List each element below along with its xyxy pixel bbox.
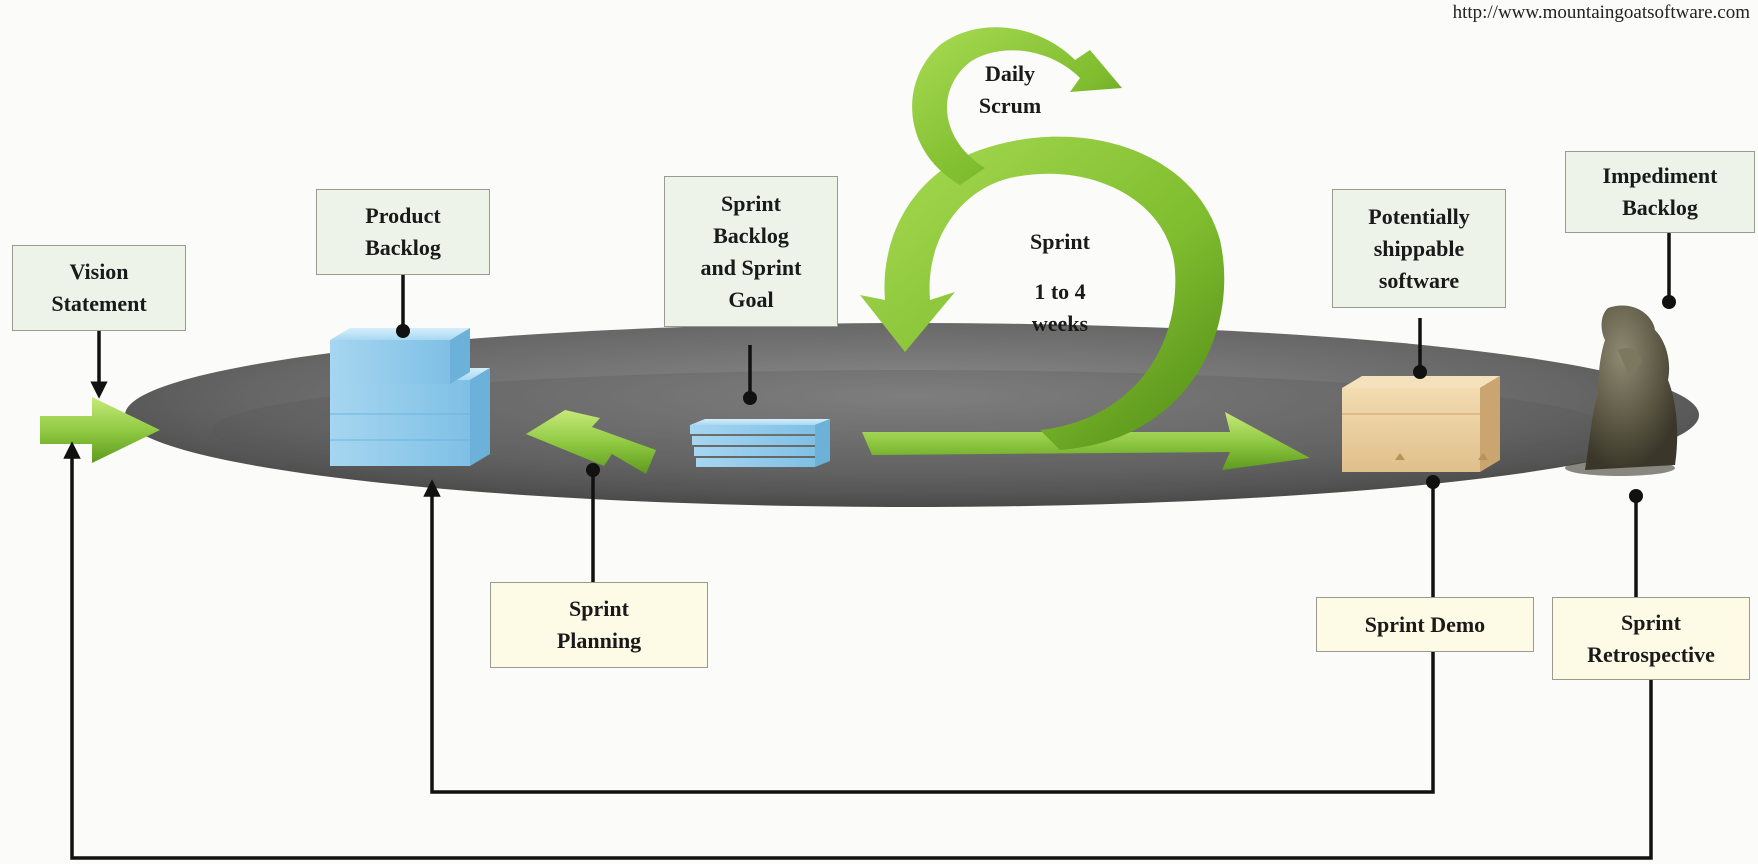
planning-arrow <box>526 410 656 474</box>
sprint-planning-box: Sprint Planning <box>490 582 708 668</box>
sprint-duration-title: Sprint <box>1030 229 1090 254</box>
impediment-backlog-box: Impediment Backlog <box>1565 151 1755 233</box>
sprint-backlog-stack <box>690 419 830 467</box>
shippable-box <box>1342 376 1500 472</box>
daily-scrum-label: Daily Scrum <box>978 61 1042 118</box>
product-backlog-box: Product Backlog <box>316 189 490 275</box>
thinker-statue <box>1565 305 1678 476</box>
shippable-software-box: Potentially shippable software <box>1332 189 1506 308</box>
source-url: http://www.mountaingoatsoftware.com <box>1452 2 1750 23</box>
sprint-retrospective-box: Sprint Retrospective <box>1552 597 1750 680</box>
platform-ellipse <box>125 323 1699 507</box>
vision-statement-box: Vision Statement <box>12 245 186 331</box>
sprint-backlog-box: Sprint Backlog and Sprint Goal <box>664 176 838 327</box>
sprint-demo-box: Sprint Demo <box>1316 597 1534 652</box>
connector-dots <box>396 295 1676 503</box>
sprint-duration-value: 1 to 4 weeks <box>1031 279 1089 336</box>
connector-lines <box>63 233 1671 860</box>
product-backlog-stack <box>330 328 490 466</box>
sprint-loop-arrow <box>860 27 1310 470</box>
vision-arrow <box>40 397 160 463</box>
